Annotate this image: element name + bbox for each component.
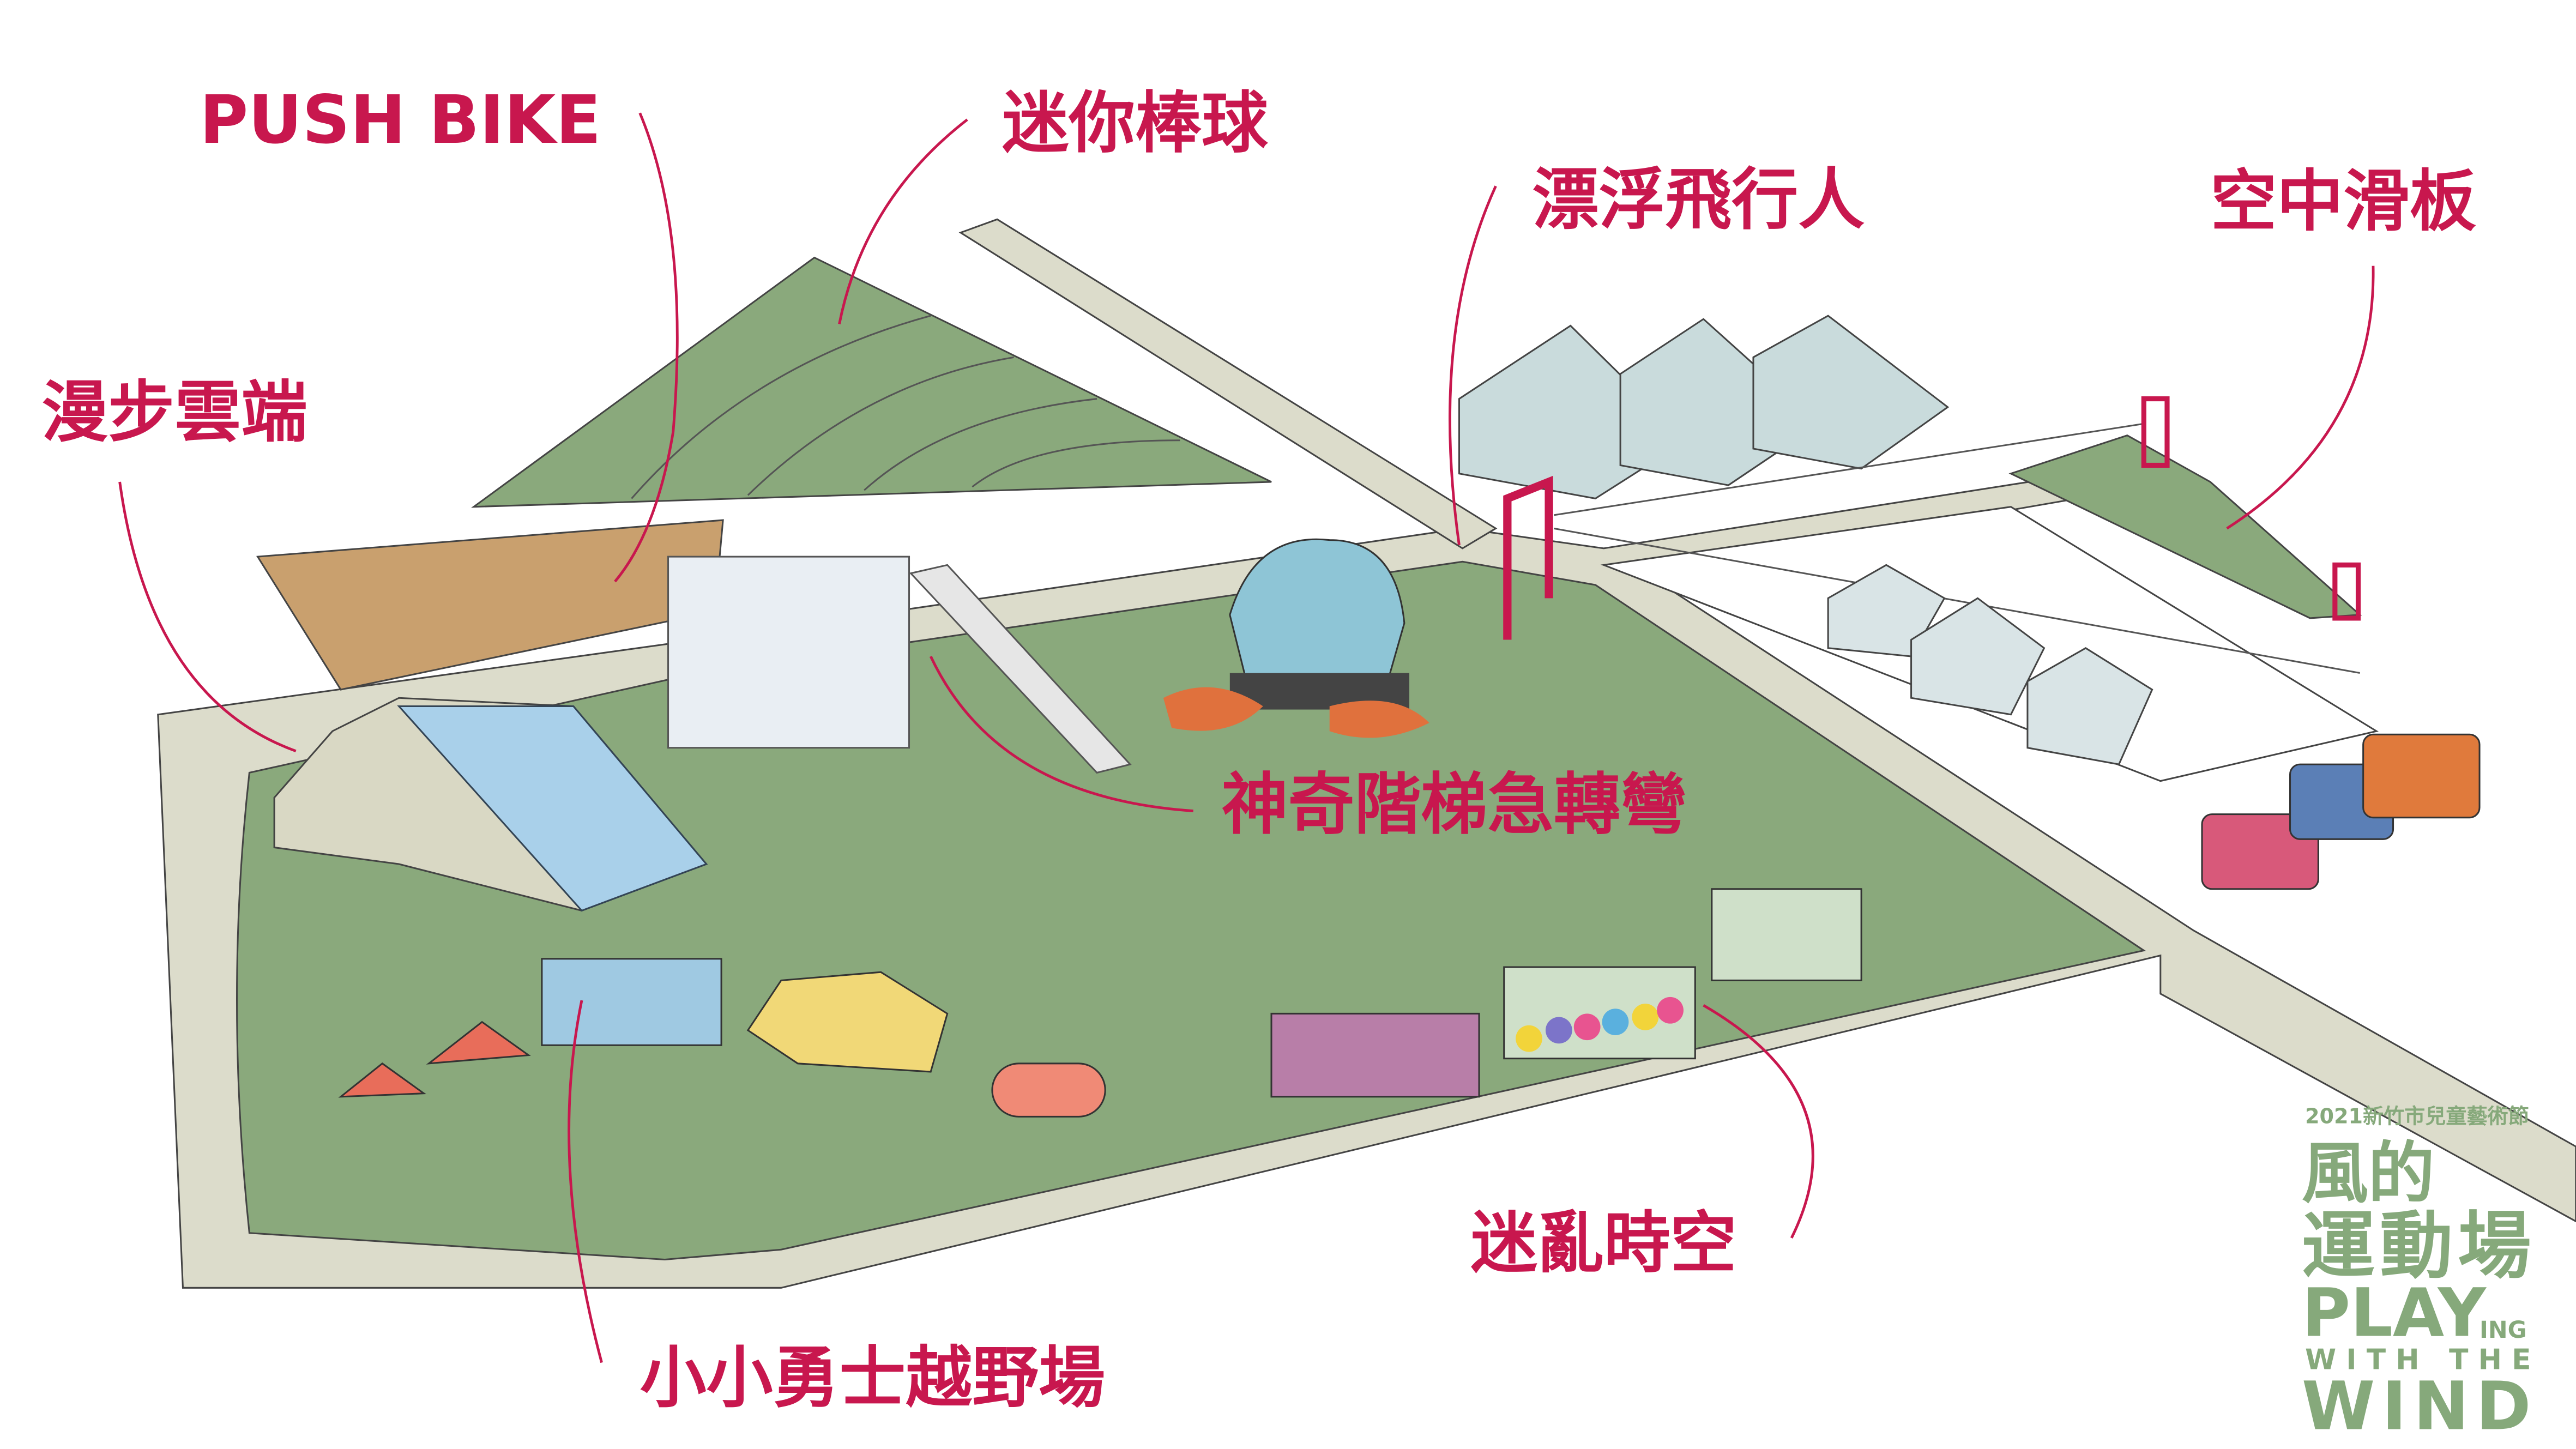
label-maze-time: 迷亂時空 [1471, 1205, 1737, 1282]
logo-play: PLAY [2302, 1275, 2487, 1352]
logo-wind: WIND [2302, 1367, 2531, 1445]
label-mini-baseball: 迷你棒球 [1002, 84, 1269, 162]
stage [1229, 538, 1405, 683]
string-box [1711, 888, 1862, 981]
logo-title-2: 運動場 [2302, 1204, 2531, 1289]
festival-logo: 2021新竹市兒童藝術節 風的 運動場 PLAY ING WITH THE WI… [2302, 1104, 2531, 1445]
cloud-walk-net [397, 705, 708, 912]
label-little-warrior: 小小勇士越野場 [640, 1339, 1105, 1417]
tunnel [991, 1062, 1106, 1118]
stage-tentacles [1163, 687, 1429, 738]
label-cloud-walk: 漫步雲端 [41, 374, 307, 451]
hill-arc [631, 315, 1180, 499]
logo-ing: ING [2480, 1317, 2527, 1344]
hexagon-climber [746, 971, 949, 1073]
logo-festival: 2021新竹市兒童藝術節 [2305, 1104, 2529, 1128]
balls [1516, 997, 1684, 1052]
skateboard-gate [2141, 396, 2170, 468]
tents [1458, 315, 1950, 500]
label-floating-flyer: 漂浮飛行人 [1533, 161, 1865, 238]
skateboard-hill [2008, 434, 2362, 619]
road-diagonal [958, 218, 1498, 550]
climbing-wall [541, 958, 722, 1046]
label-push-bike: PUSH BIKE [200, 81, 601, 159]
market-stalls [1827, 564, 2153, 765]
baseball-hill [471, 256, 1272, 508]
flyer-gate [1503, 475, 1553, 640]
ramp [338, 1021, 531, 1098]
label-sky-skateboard: 空中滑板 [2210, 163, 2476, 240]
food-trucks [2201, 733, 2481, 890]
curtain-box [1270, 1012, 1480, 1098]
skateboard-gate-2 [2332, 562, 2361, 621]
logo-title-1: 風的 [2302, 1135, 2435, 1212]
skateboard-cable [1553, 422, 2360, 674]
slide [909, 564, 1132, 774]
leader-lines [118, 112, 2375, 1363]
stair-box [667, 556, 910, 749]
label-magic-stairs: 神奇階梯急轉彎 [1222, 766, 1687, 843]
